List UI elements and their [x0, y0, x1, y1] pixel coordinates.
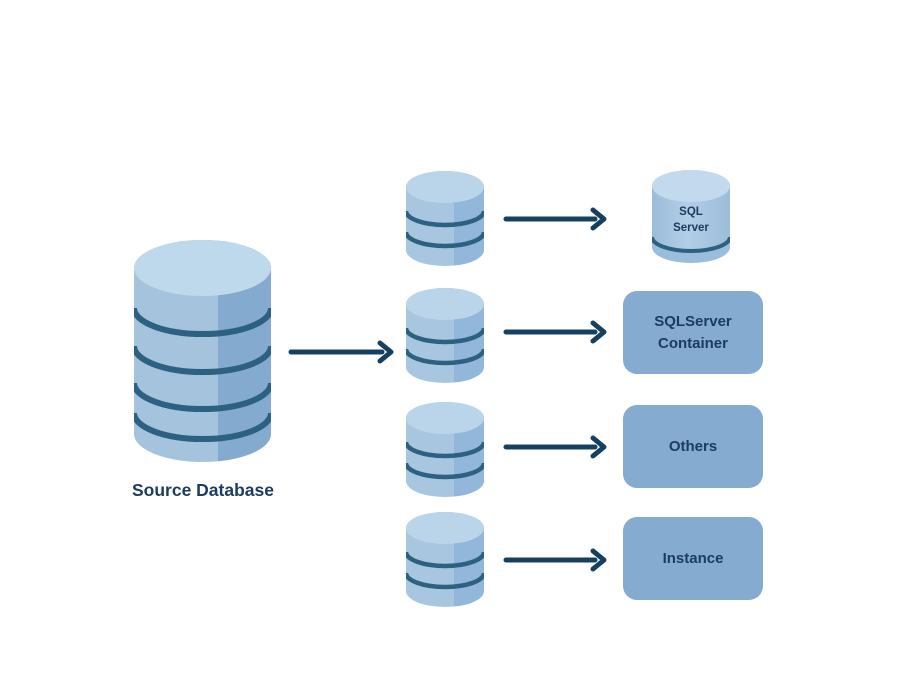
- database-cylinder-icon: [134, 240, 271, 462]
- database-cylinder-icon: [406, 288, 484, 383]
- target-label-text: SQL Server: [673, 206, 709, 234]
- shard-database-node: [406, 288, 484, 388]
- database-cylinder-icon: [652, 170, 730, 263]
- shard-database-node: [406, 171, 484, 271]
- shard-database-node: [406, 402, 484, 502]
- arrow-right-icon: [503, 548, 607, 572]
- arrow-right-icon: [288, 340, 394, 364]
- database-cylinder-icon: [406, 402, 484, 497]
- shard-database-node: [406, 512, 484, 612]
- source-database-node: [134, 240, 271, 467]
- arrow-right-icon: [503, 435, 607, 459]
- target-label-text: SQLServer Container: [654, 312, 732, 352]
- target-sqlserver-container-box: SQLServer Container: [623, 291, 763, 374]
- database-cylinder-icon: [406, 171, 484, 266]
- target-instance-box: Instance: [623, 517, 763, 600]
- database-cylinder-icon: [406, 512, 484, 607]
- target-sql-server-node: SQL Server: [652, 170, 730, 268]
- target-sql-server-label: SQL Server: [652, 204, 730, 236]
- target-others-box: Others: [623, 405, 763, 488]
- target-label-text: Others: [668, 437, 718, 455]
- source-database-label: Source Database: [131, 480, 274, 500]
- target-label-text: Instance: [662, 549, 724, 567]
- arrow-right-icon: [503, 320, 607, 344]
- arrow-right-icon: [503, 207, 607, 231]
